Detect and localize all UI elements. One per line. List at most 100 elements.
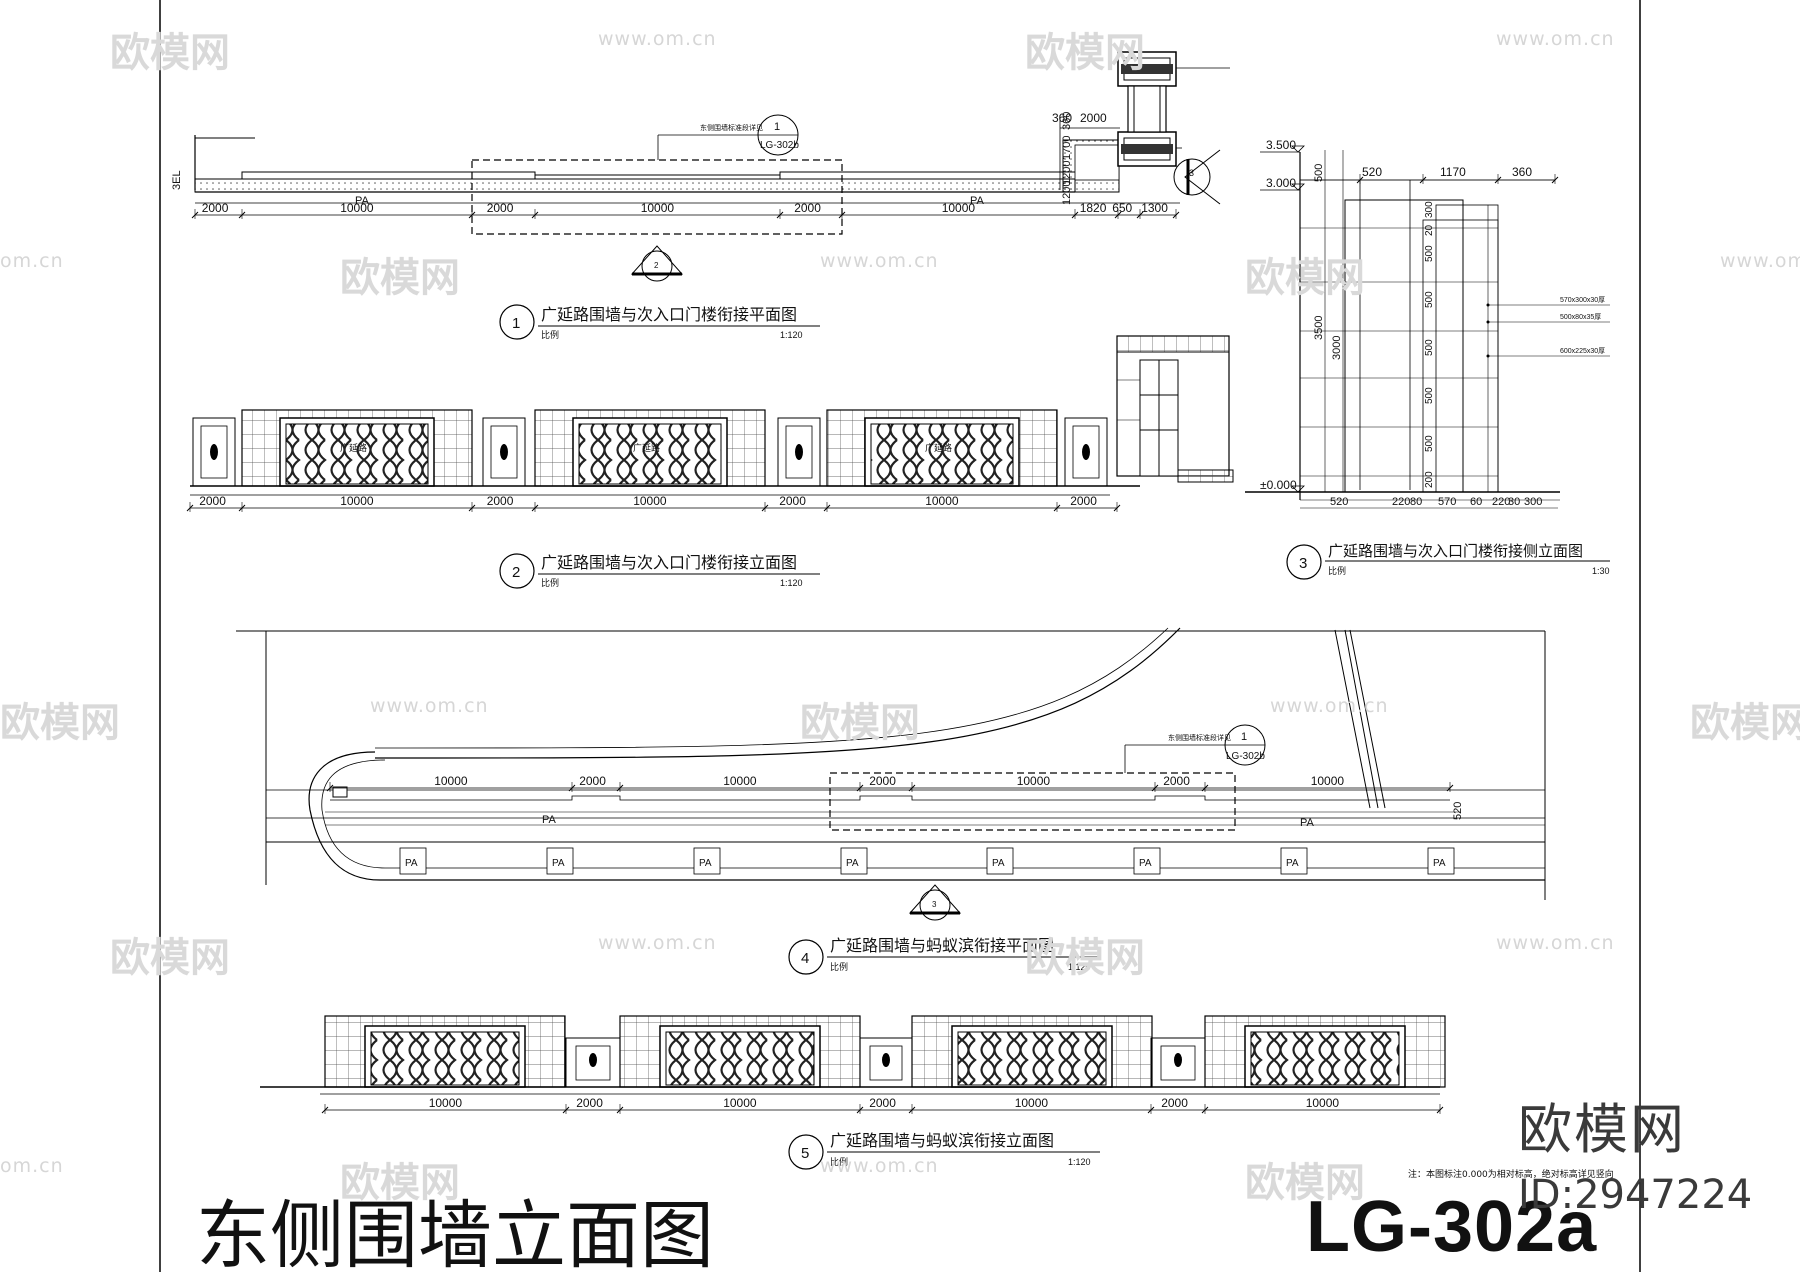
d4-pa-box-label-2: PA: [699, 858, 712, 869]
d3-bottom-dim-2: 80: [1410, 496, 1422, 508]
d1-side-dim-3: 1200: [1061, 181, 1073, 205]
d3-row-dim-1: 20: [1424, 224, 1435, 236]
d1-dims-dim-5: 10000: [942, 201, 976, 215]
d2-panel-text: 广延路: [925, 442, 952, 454]
d3-row-dim-3: 500: [1424, 291, 1435, 308]
d1-side-dim-0: 360: [1061, 112, 1073, 130]
d1-dims-dim-1: 10000: [340, 201, 374, 215]
d3-bottom-dim-3: 570: [1438, 496, 1456, 508]
d5-dims-dim-3: 2000: [869, 1096, 896, 1110]
d5-title: 广延路围墙与蚂蚁滨衔接立面图: [830, 1131, 1054, 1150]
d2-panel-text: 广延路: [340, 442, 367, 454]
d2-dims-dim-2: 2000: [487, 494, 514, 508]
d1-dims-dim-8: 1300: [1141, 201, 1168, 215]
watermark-url: om.cn: [0, 1155, 64, 1177]
d2-dims-dim-3: 10000: [633, 494, 667, 508]
d1-title: 广延路围墙与次入口门楼衔接平面图: [541, 305, 797, 324]
d3-height-dim-0: 500: [1313, 164, 1325, 182]
d3-scale: 1:30: [1592, 566, 1610, 576]
watermark-url: www.om.cn: [1270, 695, 1389, 717]
d3-material-2: 600x225x30厚: [1560, 347, 1605, 355]
d3-level-1: 3.000: [1266, 176, 1296, 190]
d3-top-dim-1: 1170: [1440, 165, 1466, 179]
d3-row-dim-2: 500: [1424, 245, 1435, 262]
d5-dims-dim-6: 10000: [1306, 1096, 1340, 1110]
d1-side-dim-2: 1200: [1061, 161, 1073, 185]
watermark-brand: 欧模网: [110, 30, 230, 76]
d3-row-dim-0: 300: [1424, 201, 1435, 218]
d5-title-block: 5 广延路围墙与蚂蚁滨衔接立面图 比例 1:120: [788, 1131, 1100, 1170]
d1-scale-label: 比例: [541, 329, 559, 341]
watermark-url: www.om.cn: [370, 695, 489, 717]
d3-top-dim-2: 360: [1512, 165, 1532, 179]
d1-pa-label-2: PA: [970, 195, 985, 207]
watermark-url: www.om.cn: [1496, 28, 1615, 50]
d2-title-block: 2 广延路围墙与次入口门楼衔接立面图 比例 1:120: [499, 553, 820, 589]
d5-dims-dim-4: 10000: [1015, 1096, 1049, 1110]
watermark-url: www.om.cn: [820, 250, 939, 272]
sheet-note: 注：本图标注0.000为相对标高，绝对标高详见竖向: [1408, 1168, 1614, 1180]
watermark-brand: 欧模网: [1245, 255, 1365, 301]
watermark-url: www.om.cn: [598, 932, 717, 954]
d1-side-dim-1: 1700: [1061, 136, 1073, 160]
d2-dims-dim-6: 2000: [1070, 494, 1097, 508]
watermark-url: om.cn: [0, 250, 64, 272]
d4-title: 广延路围墙与蚂蚁滨衔接平面图: [830, 936, 1054, 955]
d4-pa-box: [986, 847, 1014, 875]
d1-pa-label-1: PA: [355, 195, 370, 207]
svg-text:3EL: 3EL: [171, 170, 183, 190]
d4-title-block: 4 广延路围墙与蚂蚁滨衔接平面图 比例 1:120: [788, 936, 1100, 975]
d1-dims-dim-7: 650: [1112, 201, 1132, 215]
d4-dims-dim-5: 2000: [1163, 774, 1190, 788]
d2-dims-dim-0: 2000: [199, 494, 226, 508]
d1-title-block: 1 广延路围墙与次入口门楼衔接平面图 比例 1:120: [499, 304, 820, 341]
d3-bottom-dim-6: 30: [1508, 496, 1520, 508]
d4-pa-box-label-7: PA: [1433, 858, 1446, 869]
watermark-url: www.om.cn: [1496, 932, 1615, 954]
d4-pa-box-label-3: PA: [846, 858, 859, 869]
d4-callout-num: 1: [1241, 731, 1247, 743]
d3-bottom-dim-7: 300: [1524, 496, 1542, 508]
d3-height-dim-2: 3000: [1331, 336, 1343, 360]
d2-title: 广延路围墙与次入口门楼衔接立面图: [541, 553, 797, 572]
d1-top-dim-2: 2000: [1080, 111, 1107, 125]
watermark-brand: 欧模网: [1245, 1160, 1365, 1206]
d4-pa-box-label-4: PA: [992, 858, 1005, 869]
d3-row-dim-4: 500: [1424, 339, 1435, 356]
d5-scale-label: 比例: [830, 1156, 848, 1168]
d5-dims-dim-1: 2000: [576, 1096, 603, 1110]
svg-text:2: 2: [512, 564, 520, 581]
d1-callout-code: LG-302b: [760, 140, 799, 151]
d5-dims-dim-5: 2000: [1161, 1096, 1188, 1110]
d4-dims-dim-4: 10000: [1017, 774, 1051, 788]
d4-scale-label: 比例: [830, 961, 848, 973]
d4-dims-dim-1: 2000: [579, 774, 606, 788]
d2-scale: 1:120: [780, 578, 803, 588]
d1-top-dim-1: 360: [1052, 111, 1072, 125]
d3-scale-label: 比例: [1328, 565, 1346, 577]
d4-pa-box: [1427, 847, 1455, 875]
svg-text:3: 3: [1299, 555, 1307, 572]
d1-callout-note: 东侧围墙标准段详见: [700, 123, 763, 132]
d1-dims-dim-3: 10000: [641, 201, 675, 215]
d1-section-mark: 2: [630, 245, 684, 282]
d1-callout-num: 1: [774, 121, 780, 133]
watermark-brand: 欧模网: [1025, 935, 1145, 981]
watermark-url: www.om.cn: [598, 28, 717, 50]
svg-text:5: 5: [801, 1145, 809, 1162]
d3-row-dim-5: 500: [1424, 387, 1435, 404]
watermark-brand: 欧模网: [1025, 30, 1145, 76]
svg-text:1: 1: [512, 315, 520, 332]
d3-bottom-dim-4: 60: [1470, 496, 1482, 508]
d4-pa-box: [1280, 847, 1308, 875]
d3-title-block: 3 广延路围墙与次入口门楼衔接侧立面图 比例 1:30: [1286, 542, 1610, 580]
d1-dims-dim-2: 2000: [487, 201, 514, 215]
d4-dims-dim-6: 10000: [1311, 774, 1345, 788]
svg-text:3: 3: [932, 900, 937, 909]
brand-logo-text: 欧模网: [1518, 1098, 1686, 1161]
d4-pa-box-label-0: PA: [405, 858, 418, 869]
d3-row-dim-7: 200: [1424, 471, 1435, 488]
